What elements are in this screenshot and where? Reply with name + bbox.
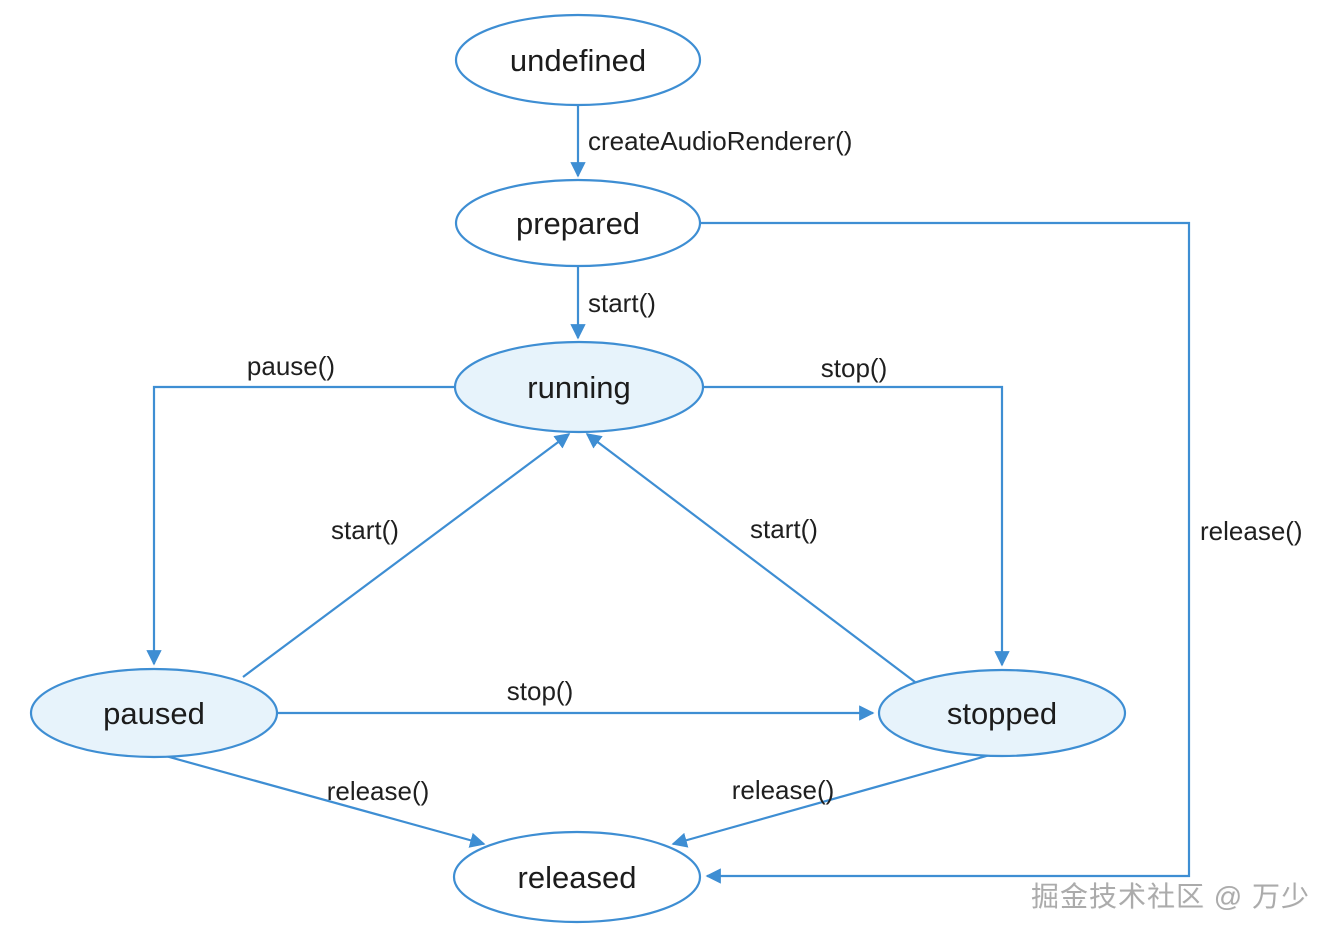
edge-label-start-prepared: start() bbox=[588, 288, 656, 318]
state-node-released: released bbox=[452, 830, 702, 924]
paused-ellipse bbox=[29, 667, 279, 759]
edge-label-stop-running: stop() bbox=[821, 353, 887, 383]
undefined-label: undefined bbox=[510, 43, 646, 78]
edge-label-stop-paused: stop() bbox=[507, 676, 573, 706]
prepared-ellipse bbox=[454, 178, 702, 268]
edge-label-pause: pause() bbox=[247, 351, 335, 381]
edge-label-release-prepared: release() bbox=[1200, 516, 1303, 546]
running-ellipse bbox=[453, 340, 705, 434]
edge-label-release-stopped: release() bbox=[732, 775, 835, 805]
undefined-ellipse bbox=[454, 13, 702, 107]
state-node-undefined: undefined bbox=[454, 13, 702, 107]
stopped-ellipse bbox=[877, 668, 1127, 758]
edge-label-group: createAudioRenderer() start() pause() st… bbox=[247, 126, 1303, 806]
watermark-text: 掘金技术社区 @ 万少 bbox=[1031, 881, 1310, 912]
edge-running-to-paused bbox=[146, 385, 455, 666]
state-node-prepared: prepared bbox=[454, 178, 702, 268]
state-node-stopped: stopped bbox=[877, 668, 1127, 758]
edge-prepared-to-released bbox=[700, 221, 1191, 884]
state-node-paused: paused bbox=[29, 667, 279, 759]
running-label: running bbox=[527, 370, 630, 405]
edge-label-start-stopped: start() bbox=[750, 514, 818, 544]
prepared-label: prepared bbox=[516, 206, 640, 241]
edge-label-create-audio-renderer: createAudioRenderer() bbox=[588, 126, 852, 156]
paused-label: paused bbox=[103, 696, 205, 731]
released-ellipse bbox=[452, 830, 702, 924]
state-node-running: running bbox=[453, 340, 705, 434]
edge-running-to-stopped bbox=[703, 385, 1010, 667]
edge-paused-to-running bbox=[242, 433, 571, 678]
edge-label-release-paused: release() bbox=[327, 776, 430, 806]
edge-stopped-to-released bbox=[671, 753, 991, 848]
released-label: released bbox=[518, 860, 637, 895]
edge-label-start-paused: start() bbox=[331, 515, 399, 545]
stopped-label: stopped bbox=[947, 696, 1057, 731]
edge-paused-to-released bbox=[161, 753, 486, 848]
edge-stopped-to-running bbox=[585, 433, 916, 683]
node-group: undefined prepared running paused stoppe… bbox=[29, 13, 1127, 924]
edge-group bbox=[146, 105, 1191, 884]
